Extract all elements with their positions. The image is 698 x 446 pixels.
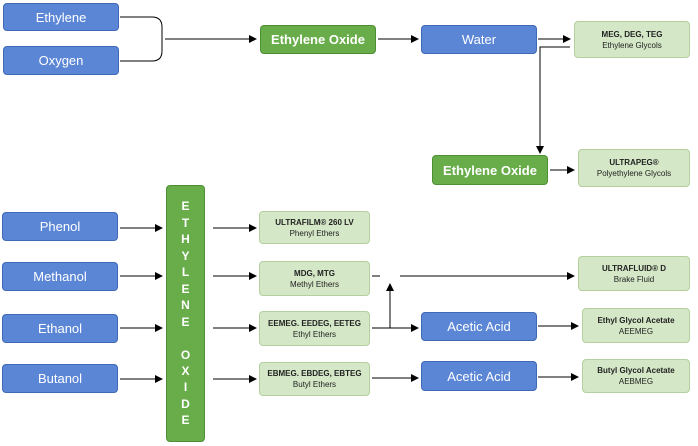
oxygen-box: Oxygen	[3, 46, 119, 75]
methyl-title: MDG, MTG	[294, 268, 335, 278]
bracket-line	[120, 16, 163, 62]
ultrapeg-subtitle: Polyethylene Glycols	[596, 169, 672, 178]
vertical-eo-letter: I	[183, 380, 188, 395]
vertical-eo-letter: E	[181, 281, 190, 296]
ethylene-oxide-label-2: Ethylene Oxide	[443, 162, 537, 178]
butyl-title: EBMEG. EBDEG, EBTEG	[267, 369, 362, 378]
oxygen-label: Oxygen	[38, 53, 84, 68]
water-label: Water	[461, 32, 497, 47]
vertical-eo-letter: L	[181, 265, 190, 280]
vertical-eo-letter: D	[181, 396, 190, 411]
aeemeg-subtitle: AEEMEG	[618, 326, 654, 336]
vertical-eo-letter: E	[181, 314, 190, 329]
vertical-eo-letter: E	[181, 413, 190, 428]
ethylene-oxide-box-2: Ethylene Oxide	[432, 155, 548, 185]
ethylene-oxide-box: Ethylene Oxide	[260, 25, 376, 54]
vertical-eo-letter: N	[181, 298, 190, 313]
glycols-subtitle: Ethylene Glycols	[602, 40, 662, 50]
vertical-eo-letter	[184, 332, 187, 344]
acetic-acid-box-1: Acetic Acid	[421, 312, 537, 341]
vertical-eo-letter: Y	[181, 248, 190, 263]
glycols-product-box: MEG, DEG, TEG Ethylene Glycols	[574, 21, 690, 58]
ultrafilm-subtitle: Phenyl Ethers	[289, 228, 340, 238]
methyl-subtitle: Methyl Ethers	[290, 279, 339, 289]
ethylene-oxide-label: Ethylene Oxide	[271, 32, 365, 47]
methanol-box: Methanol	[2, 262, 118, 291]
ultrafluid-subtitle: Brake Fluid	[613, 274, 655, 284]
water-box: Water	[421, 25, 537, 54]
phenol-label: Phenol	[39, 219, 81, 234]
phenol-box: Phenol	[2, 212, 118, 241]
vertical-eo-letter: H	[181, 232, 190, 247]
ultrafluid-product-box: ULTRAFLUID® D Brake Fluid	[578, 256, 690, 291]
methyl-ethers-box: MDG, MTG Methyl Ethers	[259, 261, 370, 296]
ethyl-title: EEMEG. EEDEG, EETEG	[268, 318, 361, 328]
butanol-label: Butanol	[37, 371, 83, 386]
ethylene-box: Ethylene	[3, 3, 119, 31]
ethanol-box: Ethanol	[2, 314, 118, 343]
glycols-title: MEG, DEG, TEG	[601, 29, 663, 39]
butyl-ethers-box: EBMEG. EBDEG, EBTEG Butyl Ethers	[259, 362, 370, 396]
aeemeg-title: Ethyl Glycol Acetate	[597, 315, 675, 325]
acetic-acid-label-2: Acetic Acid	[447, 368, 511, 384]
line-to-eo2	[536, 46, 570, 154]
ultrapeg-product-box: ULTRAPEG® Polyethylene Glycols	[578, 149, 690, 187]
ultrafluid-title: ULTRAFLUID® D	[602, 263, 666, 273]
ultrafilm-product-box: ULTRAFILM® 260 LV Phenyl Ethers	[259, 211, 370, 244]
ethylene-label: Ethylene	[35, 9, 87, 25]
ultrapeg-title: ULTRAPEG®	[609, 158, 659, 167]
aebmeg-product-box: Butyl Glycol Acetate AEBMEG	[582, 359, 690, 393]
aebmeg-subtitle: AEBMEG	[618, 377, 654, 386]
methanol-label: Methanol	[33, 269, 87, 284]
aeemeg-product-box: Ethyl Glycol Acetate AEEMEG	[582, 308, 690, 343]
ultrafilm-title: ULTRAFILM® 260 LV	[275, 217, 354, 227]
vertical-eo-letter: E	[181, 199, 190, 214]
acetic-acid-label-1: Acetic Acid	[447, 319, 511, 334]
acetic-acid-box-2: Acetic Acid	[421, 361, 537, 391]
butyl-subtitle: Butyl Ethers	[292, 380, 337, 389]
ethyl-subtitle: Ethyl Ethers	[292, 329, 337, 339]
vertical-eo-letter: X	[181, 363, 190, 378]
butanol-box: Butanol	[2, 364, 118, 393]
ethyl-ethers-box: EEMEG. EEDEG, EETEG Ethyl Ethers	[259, 311, 370, 346]
vertical-eo-letter: O	[180, 347, 191, 362]
ethanol-label: Ethanol	[37, 321, 83, 336]
vertical-eo-letter: T	[181, 215, 190, 230]
aebmeg-title: Butyl Glycol Acetate	[597, 366, 675, 375]
